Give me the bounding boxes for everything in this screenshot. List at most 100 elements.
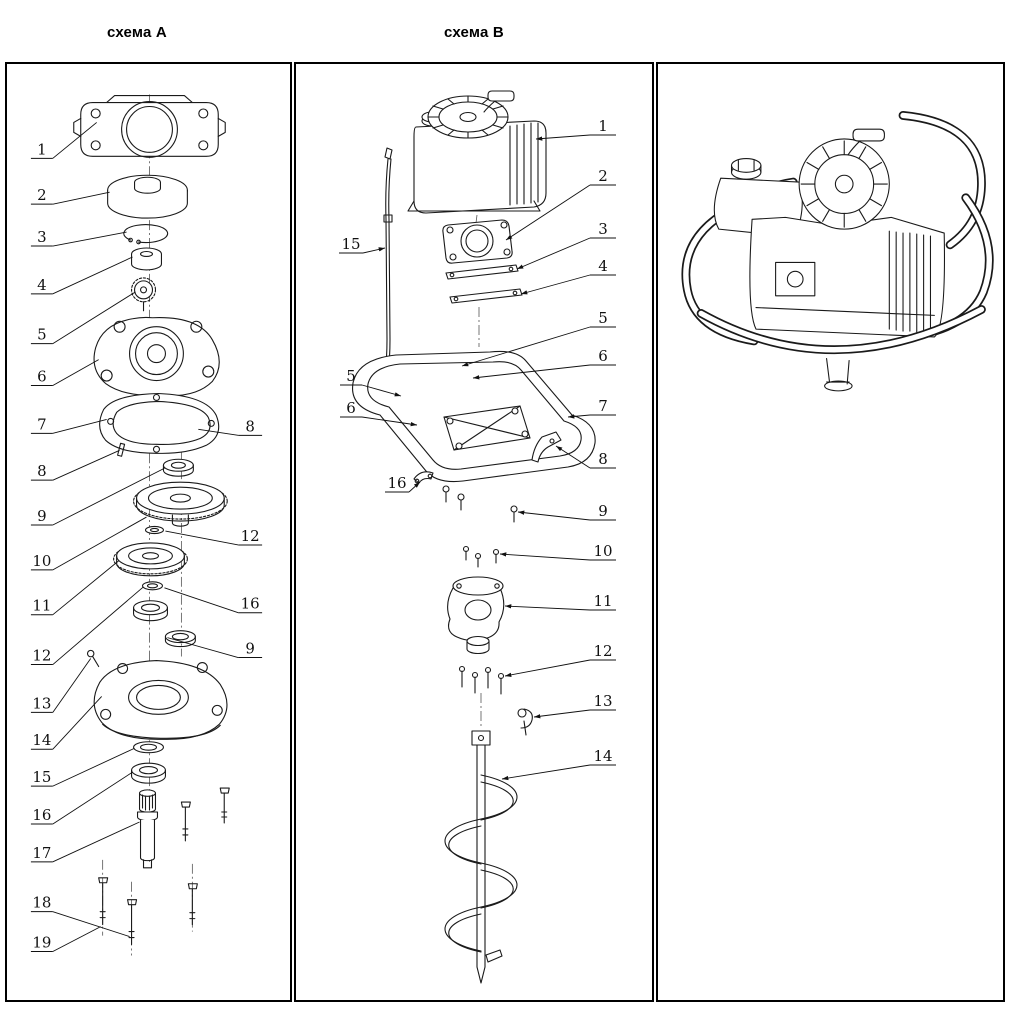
callout-b-13: 13 <box>533 692 616 719</box>
callout-b-5: 5 <box>461 309 616 367</box>
callout-b-left-5: 5 <box>340 367 402 397</box>
part-bearing-mid <box>133 600 168 622</box>
assembled-unit <box>681 111 994 392</box>
panels-row: 1 2 3 4 5 <box>5 62 1005 1002</box>
part-upper-housing <box>93 316 220 397</box>
part-lower-housing <box>93 659 228 740</box>
part-dowel-pin <box>117 442 126 457</box>
callout-a-right-8: 8 <box>198 417 263 436</box>
part-throttle-lever <box>531 431 562 463</box>
callout-number: 16 <box>241 595 260 613</box>
callout-b-16: 16 <box>385 474 421 493</box>
callout-a-right-16: 16 <box>164 587 263 614</box>
part-clutch-drum <box>107 174 188 219</box>
callout-a-right-9: 9 <box>167 637 263 659</box>
part-screws-small <box>462 545 500 568</box>
callout-number: 10 <box>32 552 51 570</box>
callout-a-16: 16 <box>30 771 133 825</box>
callout-number: 5 <box>598 309 608 327</box>
part-mount-plate <box>442 219 513 264</box>
part-screws-gearbox <box>458 665 505 695</box>
callout-a-7: 7 <box>30 415 107 434</box>
callout-number: 10 <box>593 542 612 560</box>
callout-a-13: 13 <box>30 658 92 713</box>
callout-number: 12 <box>241 527 260 545</box>
part-mount-strips <box>445 264 523 304</box>
callout-number: 1 <box>598 117 608 135</box>
callout-b-3: 3 <box>516 220 616 270</box>
callout-b-7: 7 <box>567 397 616 419</box>
callout-b-1: 1 <box>535 117 616 141</box>
callout-number: 2 <box>598 167 608 185</box>
part-bearing-lower <box>131 762 166 784</box>
panel-assembled-view <box>656 62 1005 1002</box>
callout-number: 1 <box>37 140 47 158</box>
callout-number: 12 <box>593 642 612 660</box>
callout-number: 18 <box>32 894 51 912</box>
callout-a-15: 15 <box>30 747 135 787</box>
part-medium-gear <box>113 542 188 577</box>
part-bolts <box>98 787 230 946</box>
scheme-b-title: схема В <box>444 24 504 41</box>
part-vent-bolt <box>86 649 100 668</box>
callout-b-6: 6 <box>472 347 616 380</box>
callout-number: 7 <box>37 415 47 433</box>
callout-a-8: 8 <box>30 449 120 481</box>
callout-b-14: 14 <box>501 747 616 781</box>
part-snap-ring <box>123 224 169 245</box>
callout-number: 5 <box>37 326 47 344</box>
callout-a-3: 3 <box>30 228 127 247</box>
callout-number: 3 <box>598 220 608 238</box>
callout-a-19: 19 <box>30 926 101 953</box>
callout-a-4: 4 <box>30 256 133 295</box>
part-lock-pin <box>517 708 533 736</box>
callout-b-8: 8 <box>555 445 616 469</box>
scheme-b-drawing: 1 2 3 4 5 <box>339 90 616 984</box>
callout-a-14: 14 <box>30 696 102 750</box>
callout-number: 6 <box>598 347 608 365</box>
callout-a-6: 6 <box>30 359 99 387</box>
callout-number: 3 <box>37 228 47 246</box>
callout-b-12: 12 <box>504 642 616 677</box>
callout-number: 19 <box>32 934 51 952</box>
part-auger <box>444 730 518 984</box>
callout-number: 7 <box>598 397 608 415</box>
scheme-a-drawing: 1 2 3 4 5 <box>30 94 263 956</box>
callout-number: 13 <box>593 692 612 710</box>
part-seal-washer <box>133 741 164 754</box>
recoil-fins <box>800 140 888 228</box>
callout-number: 11 <box>593 592 612 610</box>
callout-a-right-12: 12 <box>165 527 263 546</box>
recoil-fins <box>427 95 509 139</box>
panel-scheme-b: 1 2 3 4 5 <box>294 62 654 1002</box>
callout-number: 12 <box>32 647 51 665</box>
callout-number: 9 <box>245 640 255 658</box>
part-hub-bearing <box>131 247 163 271</box>
callout-number: 9 <box>598 502 608 520</box>
engine-block <box>749 216 945 338</box>
callout-number: 14 <box>593 747 612 765</box>
callout-a-17: 17 <box>30 821 140 863</box>
callout-number: 16 <box>387 474 406 492</box>
callout-number: 15 <box>341 235 360 253</box>
callout-number: 6 <box>37 368 47 386</box>
centerlines-b <box>475 214 482 729</box>
callout-number: 8 <box>598 450 608 468</box>
callout-number: 8 <box>37 462 47 480</box>
callout-number: 11 <box>32 597 51 615</box>
callout-number: 16 <box>32 806 51 824</box>
callout-b-left-6: 6 <box>340 399 418 427</box>
part-shim-washer <box>141 581 163 591</box>
callout-number: 8 <box>245 417 255 435</box>
callout-b-4: 4 <box>520 257 616 295</box>
part-screws-m6 <box>442 485 518 523</box>
callout-number: 4 <box>598 257 608 275</box>
part-pinion-gear <box>131 277 157 312</box>
part-output-shaft <box>136 789 159 869</box>
callout-number: 4 <box>37 276 47 294</box>
callout-a-10: 10 <box>30 516 147 571</box>
callout-a-11: 11 <box>30 560 119 616</box>
callout-a-2: 2 <box>30 186 110 205</box>
assembled-view-drawing <box>681 111 994 392</box>
